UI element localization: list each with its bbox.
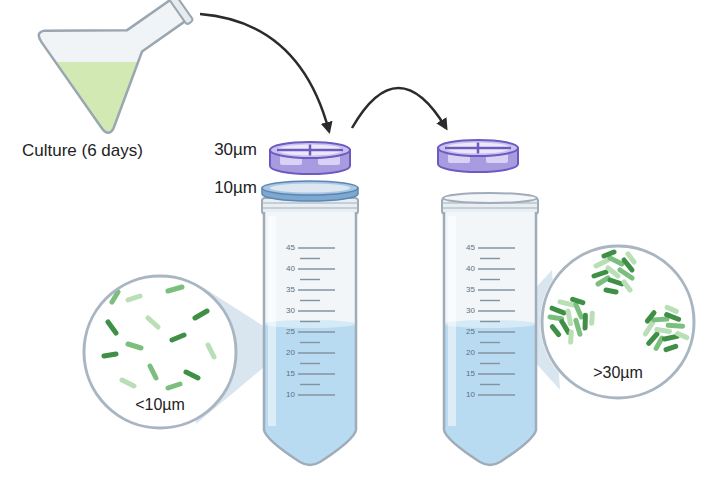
mesh-size-label: 10µm xyxy=(214,178,257,198)
graduation-number: 10 xyxy=(466,390,475,399)
graduation-number: 40 xyxy=(466,264,475,273)
graduation-number: 25 xyxy=(286,327,295,336)
magnifier-ground xyxy=(540,244,696,400)
graduation-number: 45 xyxy=(286,243,295,252)
graduation-number: 35 xyxy=(286,285,295,294)
graduation-number: 25 xyxy=(466,327,475,336)
pour-arrow xyxy=(200,14,329,131)
size-label: <10µm xyxy=(135,396,185,414)
mesh-30um xyxy=(270,142,350,174)
graduation-number: 15 xyxy=(286,369,295,378)
graduation-number: 15 xyxy=(466,369,475,378)
graduation-number: 20 xyxy=(466,348,475,357)
mesh-30um xyxy=(438,140,518,172)
falcon-tube xyxy=(260,198,360,474)
magnifier-circle: <10µm xyxy=(82,274,238,430)
magnifier-circle: >30µm xyxy=(540,244,696,400)
graduation-number: 20 xyxy=(286,348,295,357)
graduation-number: 30 xyxy=(286,306,295,315)
graduation-number: 45 xyxy=(466,243,475,252)
size-label: >30µm xyxy=(593,364,643,382)
graduation-number: 10 xyxy=(286,390,295,399)
graduation-number: 35 xyxy=(466,285,475,294)
culture-flask xyxy=(0,0,260,182)
tube-opening xyxy=(443,193,537,203)
graduation-number: 30 xyxy=(466,306,475,315)
mesh-10um xyxy=(262,181,358,201)
transfer-arrow xyxy=(352,88,446,128)
graduation-number: 40 xyxy=(286,264,295,273)
magnifier-ground xyxy=(84,276,236,428)
mesh-size-label: 30µm xyxy=(214,140,257,160)
single-cells xyxy=(104,287,214,388)
culture-label: Culture (6 days) xyxy=(22,141,143,161)
falcon-tube xyxy=(440,198,540,474)
